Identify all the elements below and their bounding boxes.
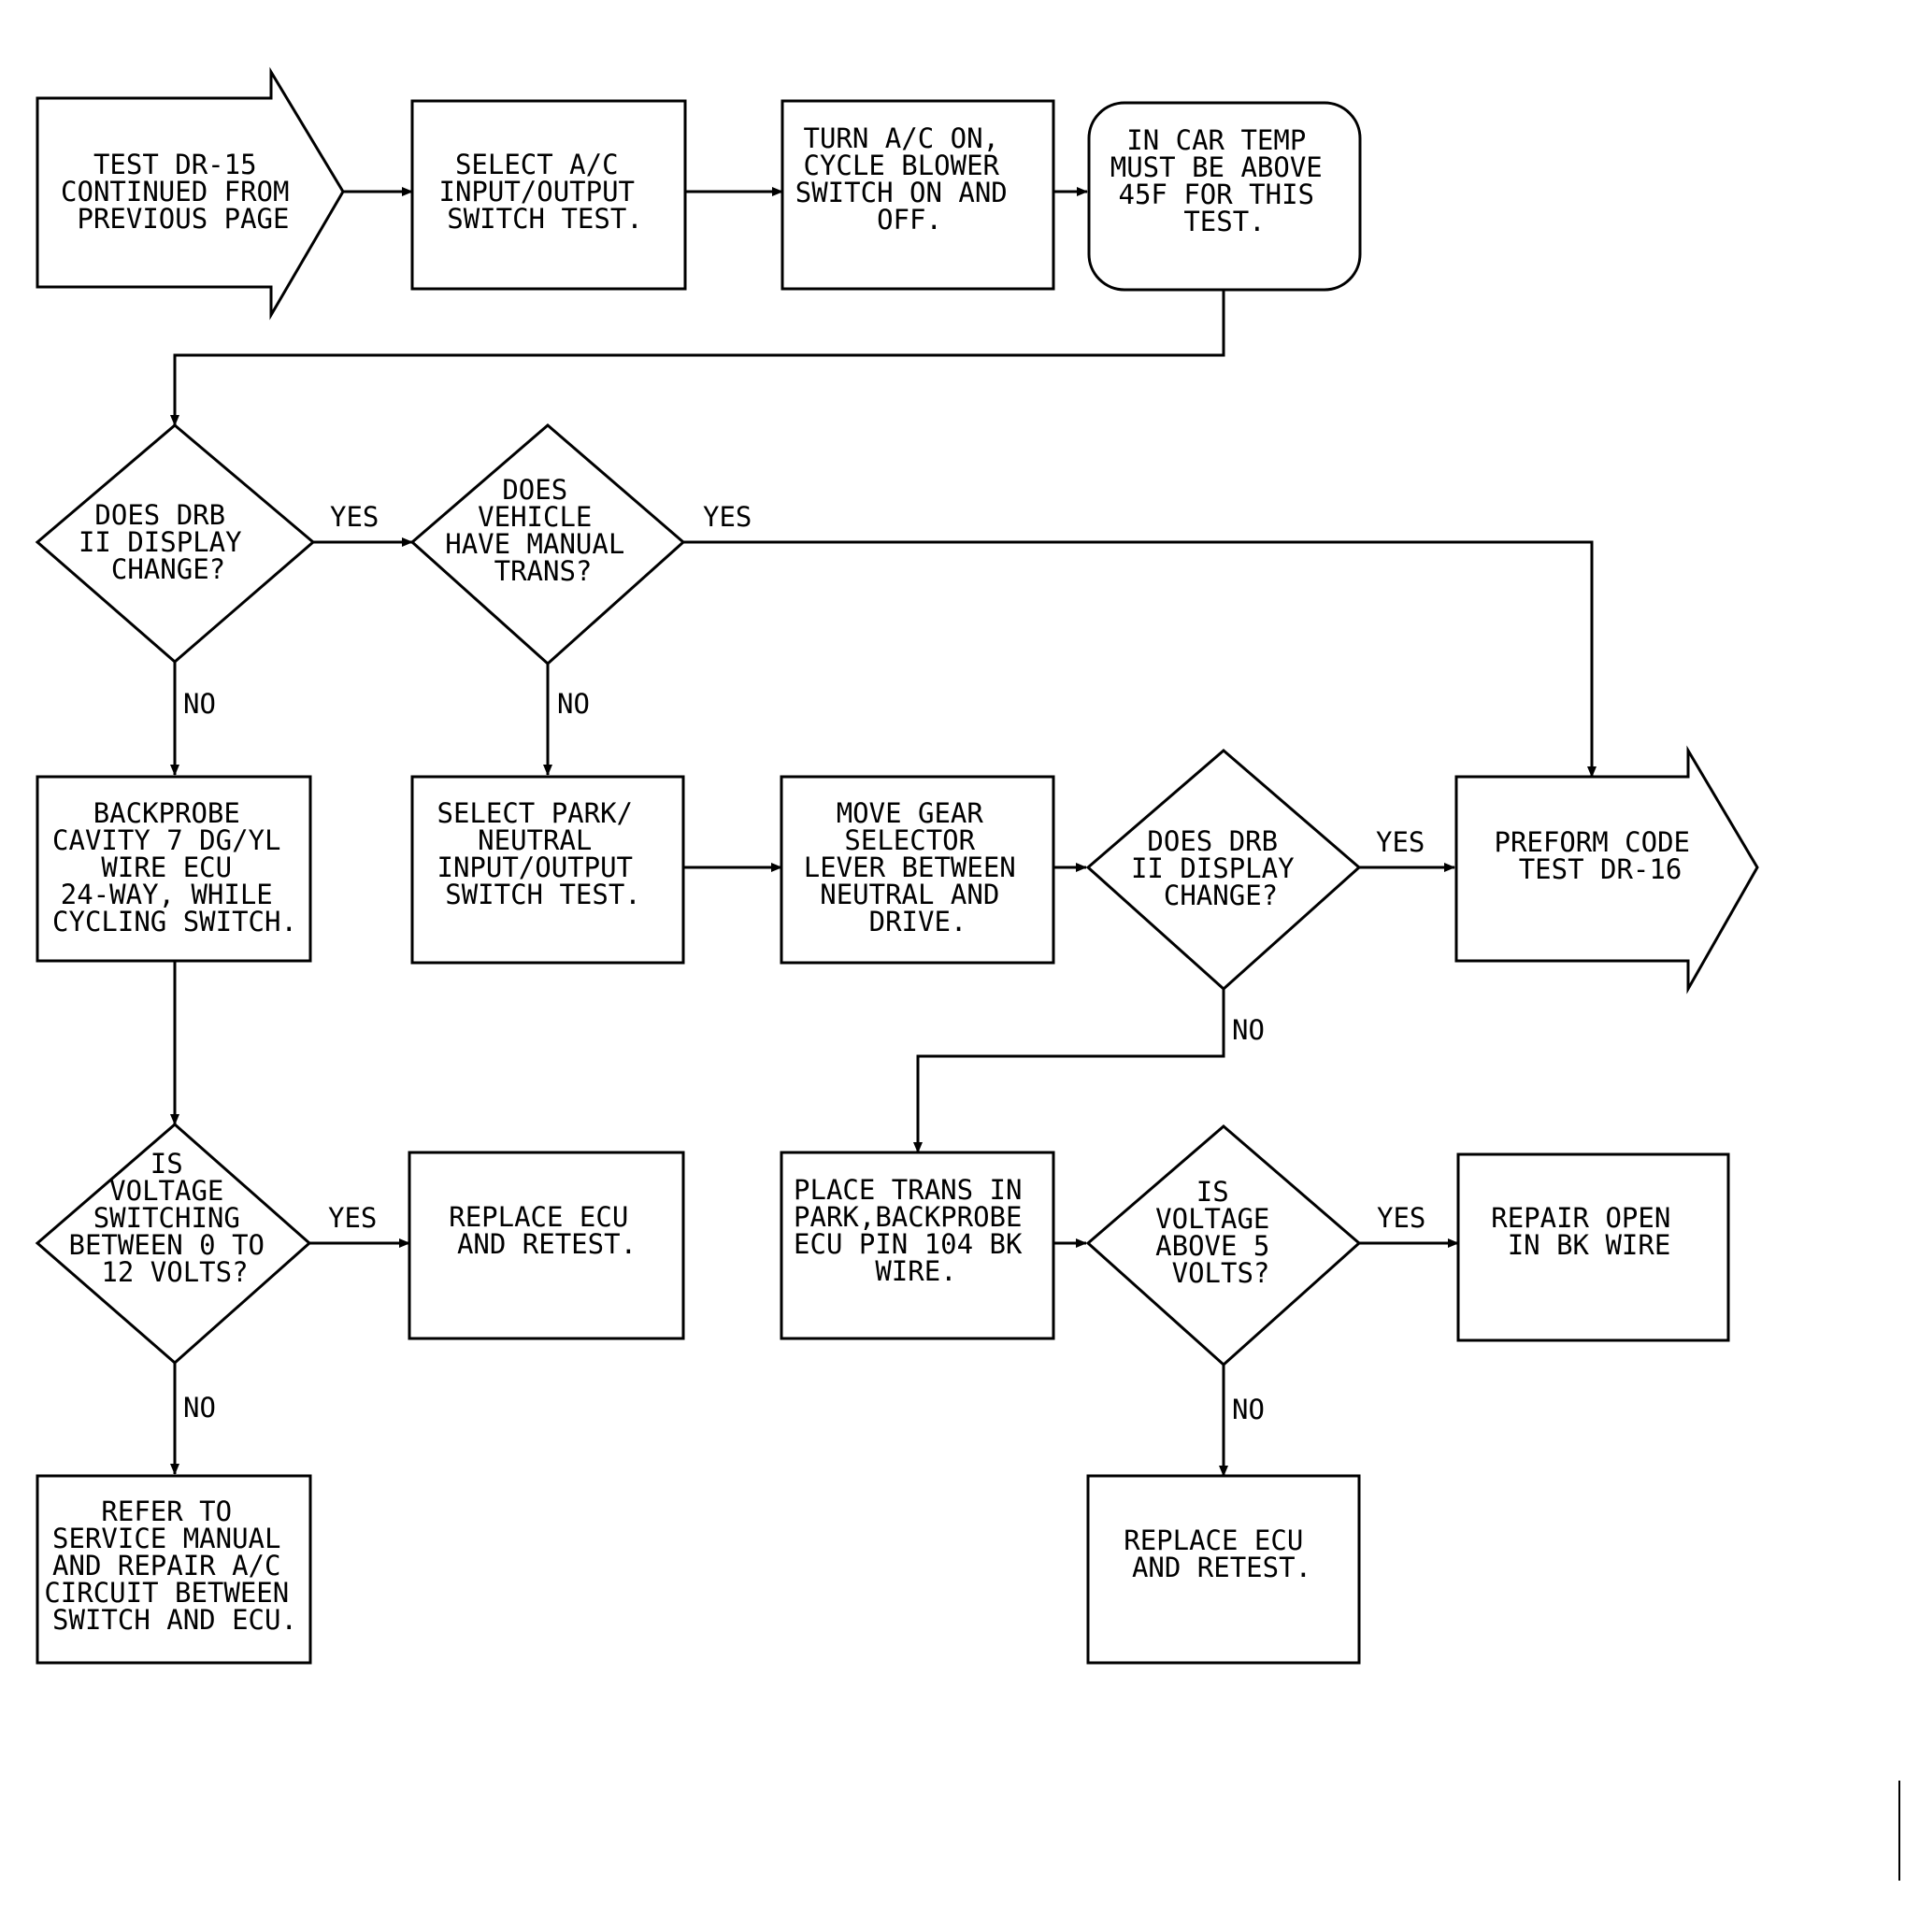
display1-yes-label: YES [330,501,379,533]
manual-no-label: NO [557,688,590,720]
display-change-2-text: DOES DRB II DISPLAY CHANGE? [1131,825,1310,911]
dr16-text: PREFORM CODE TEST DR-16 [1495,826,1707,885]
display-change-decision-1: DOES DRB II DISPLAY CHANGE? [35,423,316,664]
connectors [170,187,1597,1477]
voltage-switching-decision: IS VOLTAGE SWITCHING BETWEEN 0 TO 12 VOL… [35,1123,312,1365]
voltage-above-5-text: IS VOLTAGE ABOVE 5 VOLTS? [1155,1176,1286,1289]
manual-yes-label: YES [703,501,752,533]
select-ac-text: SELECT A/C INPUT/OUTPUT SWITCH TEST. [439,149,652,235]
temp-note-text: IN CAR TEMP MUST BE ABOVE 45F FOR THIS T… [1110,124,1339,237]
refer-manual-box: REFER TO SERVICE MANUAL AND REPAIR A/C C… [36,1474,312,1665]
voltage-above-5-decision: IS VOLTAGE ABOVE 5 VOLTS? [1085,1124,1362,1367]
manual-trans-text: DOES VEHICLE HAVE MANUAL TRANS? [445,474,641,587]
display2-no-label: NO [1232,1014,1265,1046]
edge-labels: YES YES NO NO YES NO YES NO YES NO [183,501,1425,1425]
display-change-1-text: DOES DRB II DISPLAY CHANGE? [79,499,258,585]
display-change-decision-2: DOES DRB II DISPLAY CHANGE? [1085,749,1362,992]
edge-manual-q-yes [683,540,1597,778]
start-arrow-node: TEST DR-15 CONTINUED FROM PREVIOUS PAGE [36,66,345,321]
select-park-neutral-box: SELECT PARK/ NEUTRAL INPUT/OUTPUT SWITCH… [410,775,685,965]
voltage-switching-text: IS VOLTAGE SWITCHING BETWEEN 0 TO 12 VOL… [69,1148,281,1288]
display2-yes-label: YES [1376,826,1425,858]
turn-ac-on-text: TURN A/C ON, CYCLE BLOWER SWITCH ON AND … [795,122,1024,236]
replace-ecu-box-1: REPLACE ECU AND RETEST. [408,1151,685,1340]
temp-note-box: IN CAR TEMP MUST BE ABOVE 45F FOR THIS T… [1087,101,1362,292]
replace-ecu-box-2: REPLACE ECU AND RETEST. [1086,1474,1361,1665]
place-trans-text: PLACE TRANS IN PARK,BACKPROBE ECU PIN 10… [794,1174,1038,1287]
select-ac-box: SELECT A/C INPUT/OUTPUT SWITCH TEST. [410,99,687,291]
edge-temp-note-to-display-q1 [170,290,1225,426]
select-park-neutral-text: SELECT PARK/ NEUTRAL INPUT/OUTPUT SWITCH… [437,797,650,910]
above5-yes-label: YES [1377,1202,1425,1234]
edge-display-q2-no [913,989,1225,1153]
dr16-arrow-node: PREFORM CODE TEST DR-16 [1454,745,1759,995]
backprobe-cavity-text: BACKPROBE CAVITY 7 DG/YL WIRE ECU 24-WAY… [52,797,297,937]
place-trans-box: PLACE TRANS IN PARK,BACKPROBE ECU PIN 10… [780,1151,1055,1340]
volt-switch-yes-label: YES [328,1202,377,1234]
volt-switch-no-label: NO [183,1392,216,1424]
above5-no-label: NO [1232,1394,1265,1425]
backprobe-cavity-box: BACKPROBE CAVITY 7 DG/YL WIRE ECU 24-WAY… [36,775,312,963]
replace-ecu-1-text: REPLACE ECU AND RETEST. [449,1201,645,1260]
start-text: TEST DR-15 CONTINUED FROM PREVIOUS PAGE [61,149,306,235]
replace-ecu-2-text: REPLACE ECU AND RETEST. [1124,1524,1320,1583]
turn-ac-on-box: TURN A/C ON, CYCLE BLOWER SWITCH ON AND … [780,99,1055,291]
repair-open-text: REPAIR OPEN IN BK WIRE [1491,1202,1687,1261]
display1-no-label: NO [183,688,216,720]
move-gear-box: MOVE GEAR SELECTOR LEVER BETWEEN NEUTRAL… [780,775,1055,965]
move-gear-text: MOVE GEAR SELECTOR LEVER BETWEEN NEUTRAL… [804,797,1032,937]
manual-trans-decision: DOES VEHICLE HAVE MANUAL TRANS? [409,423,686,666]
refer-manual-text: REFER TO SERVICE MANUAL AND REPAIR A/C C… [44,1496,305,1636]
repair-open-box: REPAIR OPEN IN BK WIRE [1456,1152,1730,1342]
